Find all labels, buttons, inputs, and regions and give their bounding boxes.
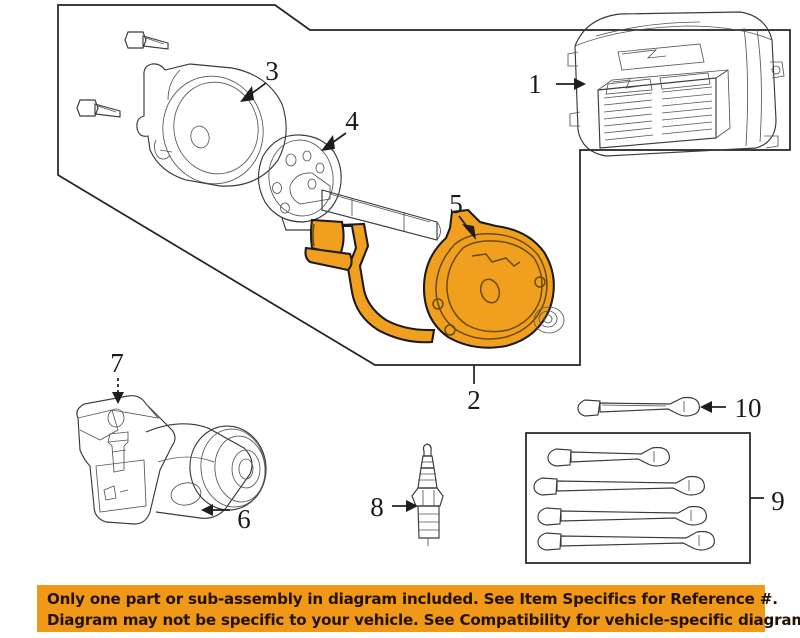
part-8-spark-plug [411, 443, 444, 546]
callout-10-label: 10 [735, 393, 762, 423]
housing-bolt-lower [76, 99, 121, 118]
notice-line-2: Diagram may not be specific to your vehi… [47, 611, 800, 629]
part-9-spark-plug-wire-set [525, 432, 751, 564]
wire-set-item [537, 530, 716, 551]
callout-2-label: 2 [467, 385, 481, 415]
callout-3-label: 3 [265, 56, 279, 86]
callout-2: 2 [467, 365, 481, 415]
grommet-detail [533, 306, 565, 334]
part-3-distributor-housing [76, 31, 287, 187]
callout-9: 9 [750, 486, 785, 516]
group-outline-polygon [57, 4, 791, 366]
callout-9-label: 9 [771, 486, 785, 516]
wire-set-item [547, 446, 671, 467]
part-10-spark-plug-wire-single [577, 396, 701, 417]
callout-10: 10 [700, 393, 762, 423]
callout-7: 7 [110, 348, 124, 404]
callout-6: 6 [201, 504, 251, 534]
callout-8: 8 [370, 492, 418, 522]
diagram-notice-banner: Only one part or sub-assembly in diagram… [37, 585, 800, 632]
callout-1: 1 [528, 69, 586, 99]
callout-5: 5 [449, 189, 476, 240]
callout-8-label: 8 [370, 492, 384, 522]
wire-set-item [533, 475, 706, 496]
part-5-distributor-cap-highlighted [304, 208, 555, 349]
callout-4-label: 4 [345, 106, 359, 136]
callout-7-label: 7 [110, 348, 124, 378]
callout-4: 4 [321, 106, 359, 151]
housing-bolt-upper [124, 31, 169, 50]
notice-line-1: Only one part or sub-assembly in diagram… [47, 590, 778, 608]
callout-6-label: 6 [237, 504, 251, 534]
part-7-6-belt-tensioner-assembly [76, 395, 267, 525]
callout-3: 3 [240, 56, 279, 102]
part-1-engine-control-module [567, 11, 785, 157]
callout-1-label: 1 [528, 69, 542, 99]
wire-set-item [537, 505, 708, 526]
callout-5-label: 5 [449, 189, 463, 219]
